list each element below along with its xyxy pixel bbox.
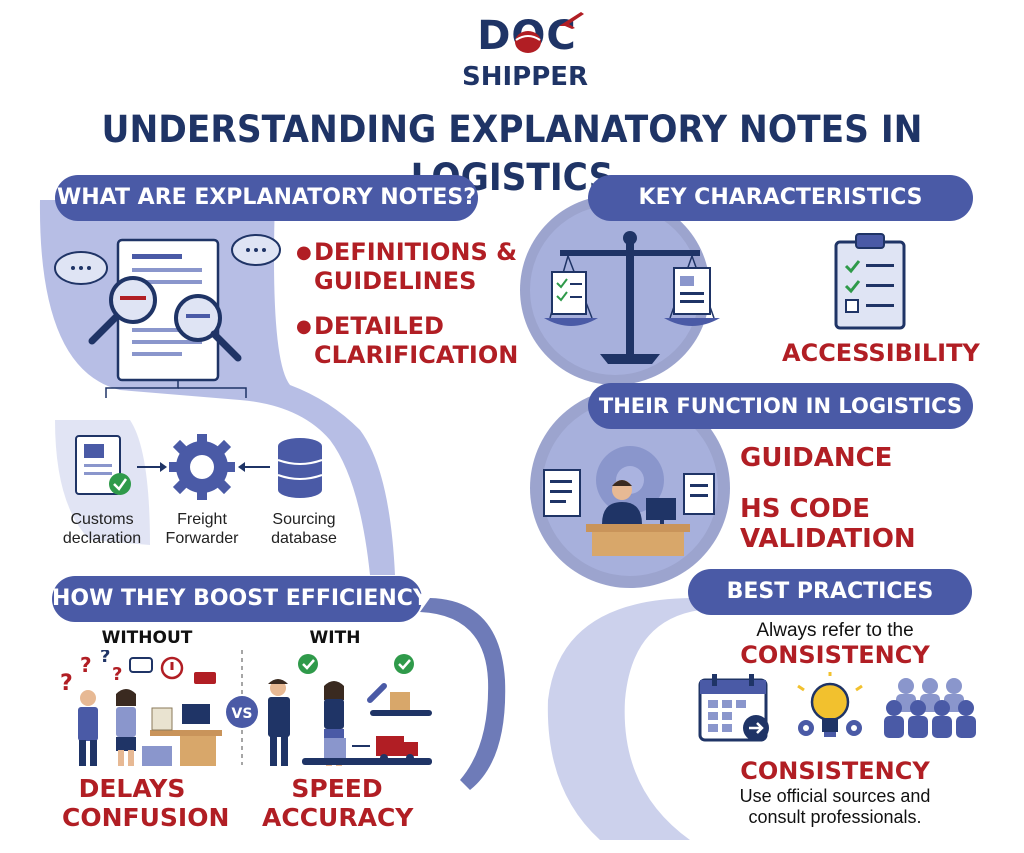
what-heading: WHAT ARE EXPLANATORY NOTES? — [55, 175, 478, 221]
delays-confusion-label: DELAYS CONFUSION — [62, 774, 230, 832]
best-note-line1: Use official sources and — [739, 786, 931, 806]
bullet-definitions-line1: DEFINITIONS & — [314, 238, 518, 266]
efficiency-illustration: ? ? ? ? VS — [60, 650, 432, 766]
logo-word-shipper: SHIPPER — [462, 62, 589, 92]
accuracy-label: ACCURACY — [262, 803, 414, 832]
bullet-definitions: ● DEFINITIONS & GUIDELINES — [296, 238, 518, 295]
svg-text:?: ? — [60, 671, 73, 696]
item-sourcing: Sourcing database — [262, 510, 346, 548]
key-heading: KEY CHARACTERISTICS — [588, 175, 973, 221]
item-customs-line1: Customs — [70, 511, 134, 528]
best-note-line2: consult professionals. — [748, 807, 922, 827]
best-heading: BEST PRACTICES — [688, 569, 972, 615]
confusion-label: CONFUSION — [62, 803, 230, 832]
bullet-clarification-line2: CLARIFICATION — [314, 341, 519, 369]
item-sourcing-line2: database — [271, 530, 337, 547]
clipboard-checklist-icon — [834, 233, 906, 330]
guidance-label: GUIDANCE — [740, 443, 893, 473]
vs-badge: VS — [232, 706, 253, 722]
logo: DOC SHIPPER — [462, 12, 592, 98]
svg-text:?: ? — [100, 650, 110, 667]
svg-text:?: ? — [80, 653, 92, 677]
hs-code-line2: VALIDATION — [740, 524, 916, 554]
speed-label: SPEED — [291, 774, 383, 803]
process-icons-row — [75, 434, 323, 500]
hs-code-label: HS CODE VALIDATION — [740, 494, 916, 554]
bullet-clarification: ● DETAILED CLARIFICATION — [296, 312, 519, 369]
best-note: Use official sources and consult profess… — [716, 786, 954, 828]
item-customs: Customs declaration — [60, 510, 144, 548]
best-highlight-bottom: CONSISTENCY — [740, 757, 930, 785]
best-highlight-top: CONSISTENCY — [740, 641, 930, 669]
globe-icon — [515, 31, 541, 53]
bullet-clarification-line1: DETAILED — [314, 312, 444, 340]
document-magnifier-icon — [54, 234, 281, 398]
svg-text:?: ? — [112, 664, 122, 685]
best-intro: Always refer to the — [756, 620, 914, 641]
scale-icon — [544, 231, 720, 364]
efficiency-heading: HOW THEY BOOST EFFICIENCY — [52, 576, 429, 622]
with-label: WITH — [309, 628, 361, 648]
item-freight-line1: Freight — [177, 511, 227, 528]
item-customs-line2: declaration — [62, 530, 142, 547]
hs-code-line1: HS CODE — [740, 494, 871, 524]
item-freight-line2: Forwarder — [165, 530, 239, 547]
accessibility-label: ACCESSIBILITY — [782, 339, 980, 367]
best-practices-icons — [698, 672, 976, 742]
without-label: WITHOUT — [101, 628, 193, 648]
speed-accuracy-label: SPEED ACCURACY — [262, 774, 414, 832]
plane-icon — [559, 12, 584, 29]
bullet-definitions-line2: GUIDELINES — [314, 267, 477, 295]
delays-label: DELAYS — [78, 774, 186, 803]
office-worker-icon — [543, 446, 715, 556]
function-heading: THEIR FUNCTION IN LOGISTICS — [588, 383, 973, 429]
item-freight: Freight Forwarder — [160, 510, 244, 548]
item-sourcing-line1: Sourcing — [272, 511, 336, 528]
